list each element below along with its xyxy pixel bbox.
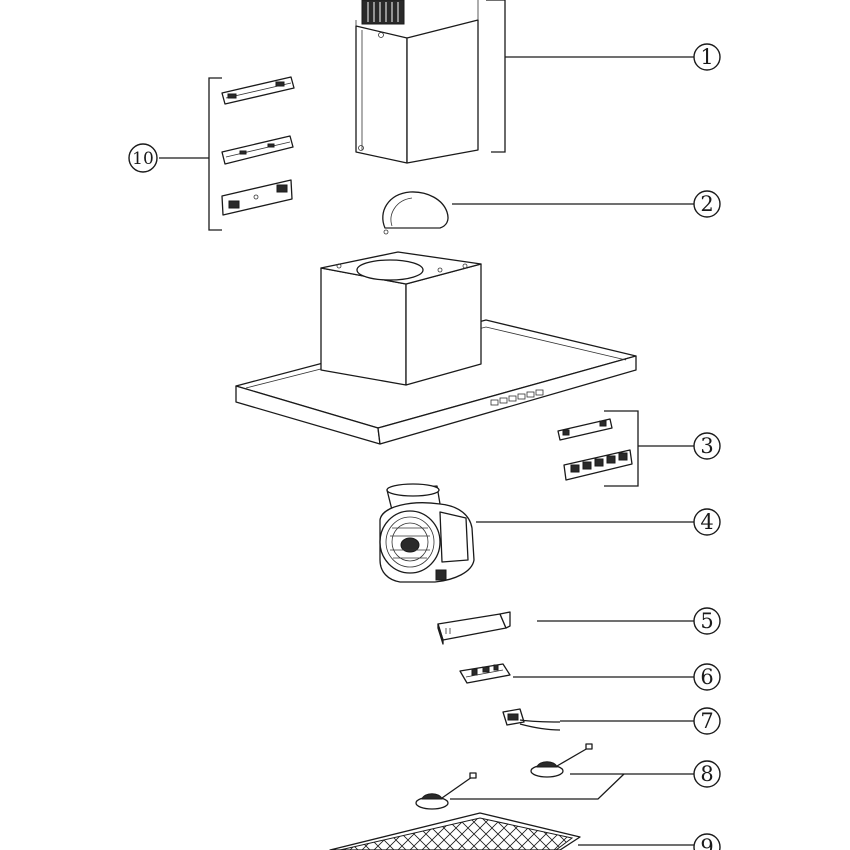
chimney-part <box>355 0 506 164</box>
circuit-board-part <box>459 663 694 684</box>
lamps-part <box>415 743 694 810</box>
callout-9: 9 <box>693 833 721 850</box>
callout-8-label: 8 <box>700 762 713 786</box>
non-return-flap-part <box>382 191 694 235</box>
callout-2: 2 <box>693 190 721 218</box>
callout-8: 8 <box>693 760 721 788</box>
callout-4: 4 <box>693 508 721 536</box>
callout-1: 1 <box>693 43 721 71</box>
mounting-brackets-part <box>159 76 295 231</box>
callout-7-label: 7 <box>700 709 713 733</box>
callout-3: 3 <box>693 432 721 460</box>
callout-7: 7 <box>693 707 721 735</box>
hood-body <box>235 251 637 445</box>
capacitor-part <box>437 611 694 645</box>
callout-6-label: 6 <box>700 665 713 689</box>
chimney-vent-grille <box>361 0 405 25</box>
callout-5-label: 5 <box>700 609 713 633</box>
callout-5: 5 <box>693 607 721 635</box>
control-panel-part <box>557 410 694 487</box>
callout-6: 6 <box>693 663 721 691</box>
callout-3-label: 3 <box>700 434 713 458</box>
callout-9-label: 9 <box>700 835 713 850</box>
callout-4-label: 4 <box>700 510 713 534</box>
hood-button-strip <box>490 389 544 406</box>
motor-blower-part <box>379 483 694 583</box>
transformer-part <box>502 708 694 731</box>
grease-filter-part <box>329 812 694 850</box>
callout-10-label: 10 <box>132 149 154 169</box>
callout-2-label: 2 <box>700 192 713 216</box>
callout-10: 10 <box>128 143 158 173</box>
callout-1-label: 1 <box>700 45 713 69</box>
